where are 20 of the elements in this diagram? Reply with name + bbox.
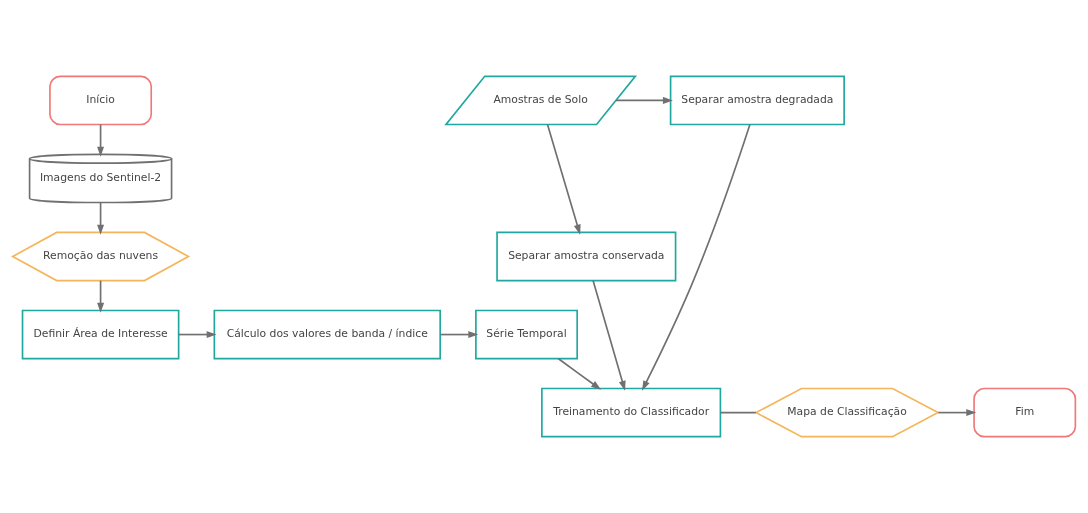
node-box: Início	[49, 75, 153, 126]
node-box: Série Temporal	[475, 309, 578, 360]
arrow	[642, 123, 751, 391]
arrow	[592, 279, 626, 391]
arrow	[439, 331, 479, 339]
arrow	[615, 96, 673, 104]
node-box: Definir Área de Interesse	[21, 309, 180, 360]
arrow	[97, 279, 105, 313]
node-box: Fim	[973, 387, 1077, 438]
connector	[719, 411, 757, 414]
arrow	[557, 357, 602, 390]
arrow	[177, 331, 217, 339]
arrow	[97, 123, 105, 157]
arrow	[97, 201, 105, 235]
node-box: Separar amostra degradada	[669, 75, 845, 126]
node-box: Separar amostra conservada	[496, 231, 677, 282]
arrow	[546, 123, 581, 235]
node-box: Cálculo dos valores de banda / índice	[213, 309, 441, 360]
node-box: Treinamento do Classificador	[541, 387, 722, 438]
arrow	[937, 409, 977, 417]
